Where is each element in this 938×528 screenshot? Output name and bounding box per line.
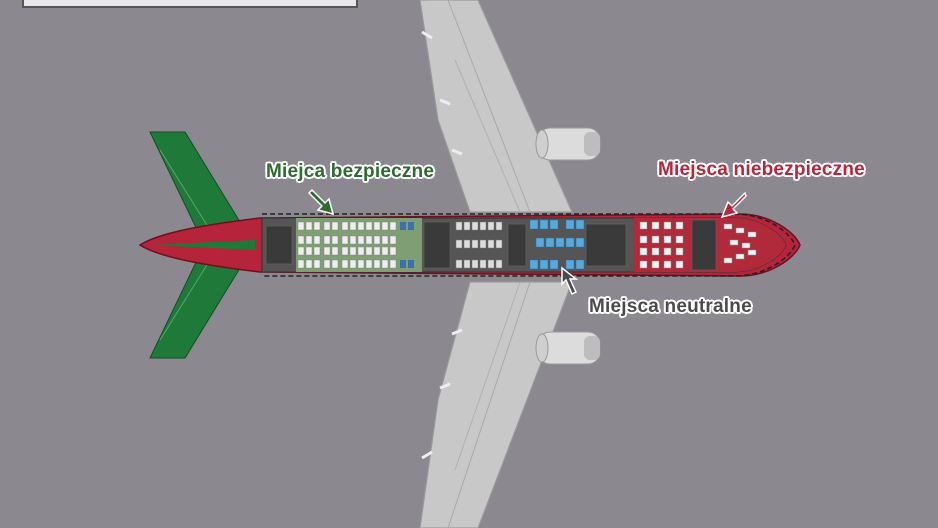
- rear-galley: [265, 221, 451, 269]
- safe-zone: [296, 218, 422, 272]
- unsafe-arrow-icon: [720, 191, 747, 219]
- neutral-zone: [455, 219, 627, 270]
- top-banner-box: [22, 0, 358, 8]
- lower-engine: [535, 331, 601, 365]
- unsafe-seats-label: Miejsca niebezpieczne: [658, 159, 865, 180]
- upper-wing: [419, 0, 573, 213]
- unsafe-zone: [634, 218, 786, 272]
- safe-arrow-icon: [307, 188, 335, 216]
- safe-seats-label: Miejca bezpieczne: [266, 161, 435, 182]
- lower-wing: [419, 281, 573, 528]
- neutral-seats-label: Miejsca neutralne: [589, 296, 752, 317]
- neutral-arrow-icon: [561, 266, 579, 296]
- tail-stabilizers: [149, 131, 241, 359]
- upper-engine: [535, 127, 601, 161]
